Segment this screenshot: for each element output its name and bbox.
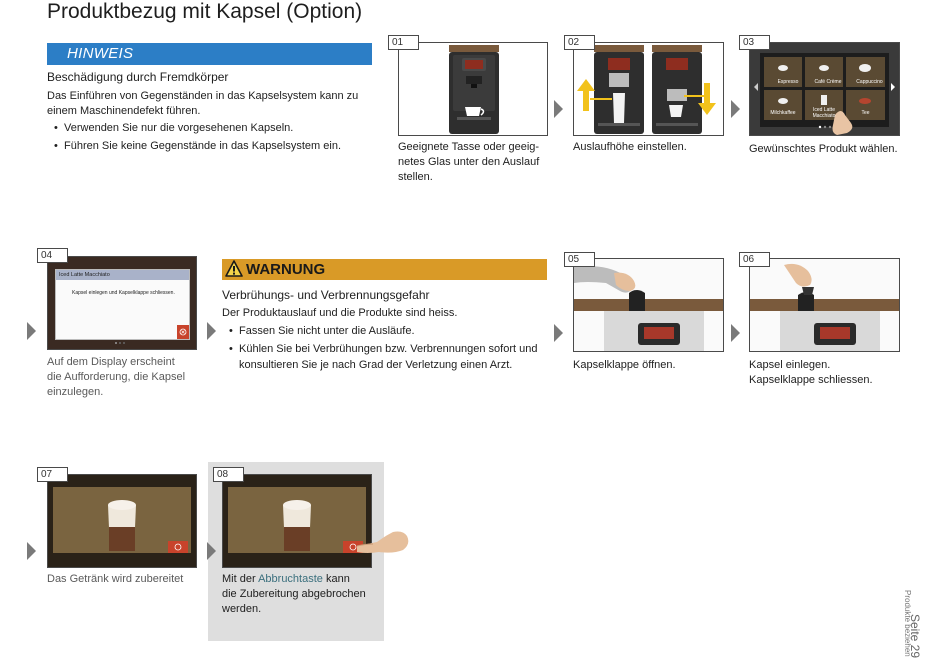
arrow-icon <box>554 100 563 118</box>
step-02-caption: Auslaufhöhe einstellen. <box>573 141 687 153</box>
arrow-icon <box>554 324 563 342</box>
step-04-image: Iced Latte Macchiato Kapsel einlegen und… <box>47 256 197 350</box>
arrow-icon <box>207 542 216 560</box>
hinweis-bullets: Verwenden Sie nur die vorgesehenen Kapse… <box>47 120 387 156</box>
arrow-icon <box>27 542 36 560</box>
menu-item-cappuccino[interactable]: Cappuccino <box>856 79 883 85</box>
warnung-bullet: Fassen Sie nicht unter die Ausläufe. <box>222 323 542 339</box>
hinweis-label: HINWEIS <box>67 45 134 62</box>
step-03-image: Espresso Café Crème Cappuccino Milchkaff… <box>749 42 900 136</box>
arrow-icon <box>207 322 216 340</box>
step-08-number: 08 <box>213 467 244 482</box>
warnung-bullets: Fassen Sie nicht unter die Ausläufe. Küh… <box>222 323 542 375</box>
arrow-icon <box>731 324 740 342</box>
step-03-number: 03 <box>739 35 770 50</box>
menu-item-milchkaffee[interactable]: Milchkaffee <box>770 110 796 116</box>
arrow-icon <box>27 322 36 340</box>
screen-message: Kapsel einlegen und Kapselklappe schlies… <box>72 290 175 296</box>
warnung-banner: WARNUNG <box>222 259 547 280</box>
close-icon <box>179 328 187 336</box>
menu-item-tee[interactable]: Tee <box>861 110 870 116</box>
warning-icon <box>225 260 243 277</box>
step-06-caption: Kapsel einlegen.Kapselklappe schliessen. <box>749 359 873 386</box>
step-07-caption: Das Getränk wird zubereitet <box>47 573 184 585</box>
step-05-number: 05 <box>564 252 595 267</box>
step-02-number: 02 <box>564 35 595 50</box>
warnung-bullet: Kühlen Sie bei Verbrühungen bzw. Verbren… <box>222 341 542 373</box>
step-04-number: 04 <box>37 248 68 263</box>
step-05-image <box>573 258 724 352</box>
hinweis-bullet: Verwenden Sie nur die vorgesehenen Kapse… <box>47 120 387 136</box>
menu-item-espresso[interactable]: Espresso <box>777 79 799 85</box>
menu-item-cafe-creme[interactable]: Café Crème <box>814 79 842 85</box>
step-01-number: 01 <box>388 35 419 50</box>
display-screen: Iced Latte Macchiato Kapsel einlegen und… <box>55 269 190 340</box>
arrow-icon <box>731 100 740 118</box>
step-08-caption: Mit der Abbruchtaste kann die Zubereitun… <box>222 573 366 615</box>
step-02-image <box>573 42 724 136</box>
warnung-body: Der Produktauslauf und die Produkte sind… <box>222 307 458 319</box>
screen-title: Iced Latte Macchiato <box>56 270 189 280</box>
warnung-label: WARNUNG <box>246 261 326 278</box>
section-label: Produkte beziehen <box>903 590 912 657</box>
step-03-caption: Gewünschtes Produkt wählen. <box>749 143 898 155</box>
step-07-image <box>47 474 197 568</box>
hinweis-body: Das Einführen von Gegenständen in das Ka… <box>47 90 359 117</box>
hinweis-banner: HINWEIS <box>47 43 372 65</box>
step-06-number: 06 <box>739 252 770 267</box>
abbruchtaste-term: Abbruchtaste <box>258 573 323 585</box>
step-01-image <box>398 42 548 136</box>
step-05-caption: Kapselklappe öffnen. <box>573 359 676 371</box>
warnung-heading: Verbrühungs- und Verbrennungsgefahr <box>222 288 430 302</box>
menu-item-iced-latte[interactable]: Iced Latte Macchiato <box>812 107 836 119</box>
step-07-number: 07 <box>37 467 68 482</box>
step-08-image <box>222 474 372 568</box>
step-01-caption: Geeignete Tasse oder geeig-netes Glas un… <box>398 141 540 183</box>
cancel-button[interactable] <box>177 325 189 339</box>
step-06-image <box>749 258 900 352</box>
pointing-hand-icon <box>356 531 409 553</box>
page-title: Produktbezug mit Kapsel (Option) <box>47 0 363 23</box>
hinweis-bullet: Führen Sie keine Gegenstände in das Kaps… <box>47 138 387 154</box>
hinweis-heading: Beschädigung durch Fremdkörper <box>47 70 229 84</box>
